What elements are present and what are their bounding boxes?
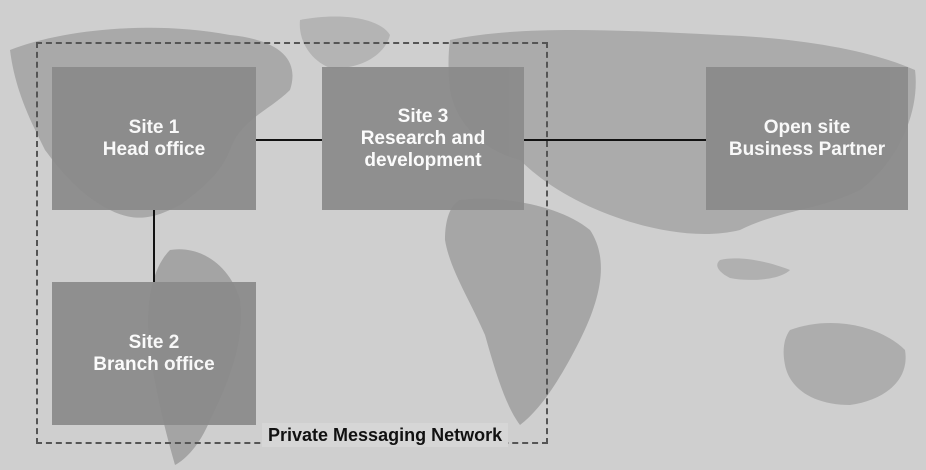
- site3-title: Site 3: [397, 105, 449, 127]
- map-landmass-islands: [717, 258, 790, 280]
- connector-site1-site2: [153, 210, 155, 282]
- private-network-label: Private Messaging Network: [262, 423, 509, 447]
- site2-title: Site 2: [128, 331, 180, 353]
- map-landmass-africa: [445, 198, 601, 425]
- site1-title: Site 1: [128, 116, 180, 138]
- map-landmass-australia: [783, 322, 906, 405]
- site3-subtitle-line1: Research and: [360, 127, 486, 149]
- open-site-subtitle: Business Partner: [728, 138, 886, 160]
- site2-branch-office-node: Site 2 Branch office: [52, 282, 256, 425]
- open-site-title: Open site: [763, 116, 851, 138]
- site1-head-office-node: Site 1 Head office: [52, 67, 256, 210]
- site3-research-node: Site 3 Research and development: [322, 67, 524, 210]
- site1-subtitle: Head office: [102, 138, 206, 160]
- connector-site1-site3: [256, 139, 322, 141]
- connector-site3-open-site: [524, 139, 706, 141]
- open-site-business-partner-node: Open site Business Partner: [706, 67, 908, 210]
- site2-subtitle: Branch office: [93, 353, 215, 375]
- site3-subtitle-line2: development: [364, 149, 482, 171]
